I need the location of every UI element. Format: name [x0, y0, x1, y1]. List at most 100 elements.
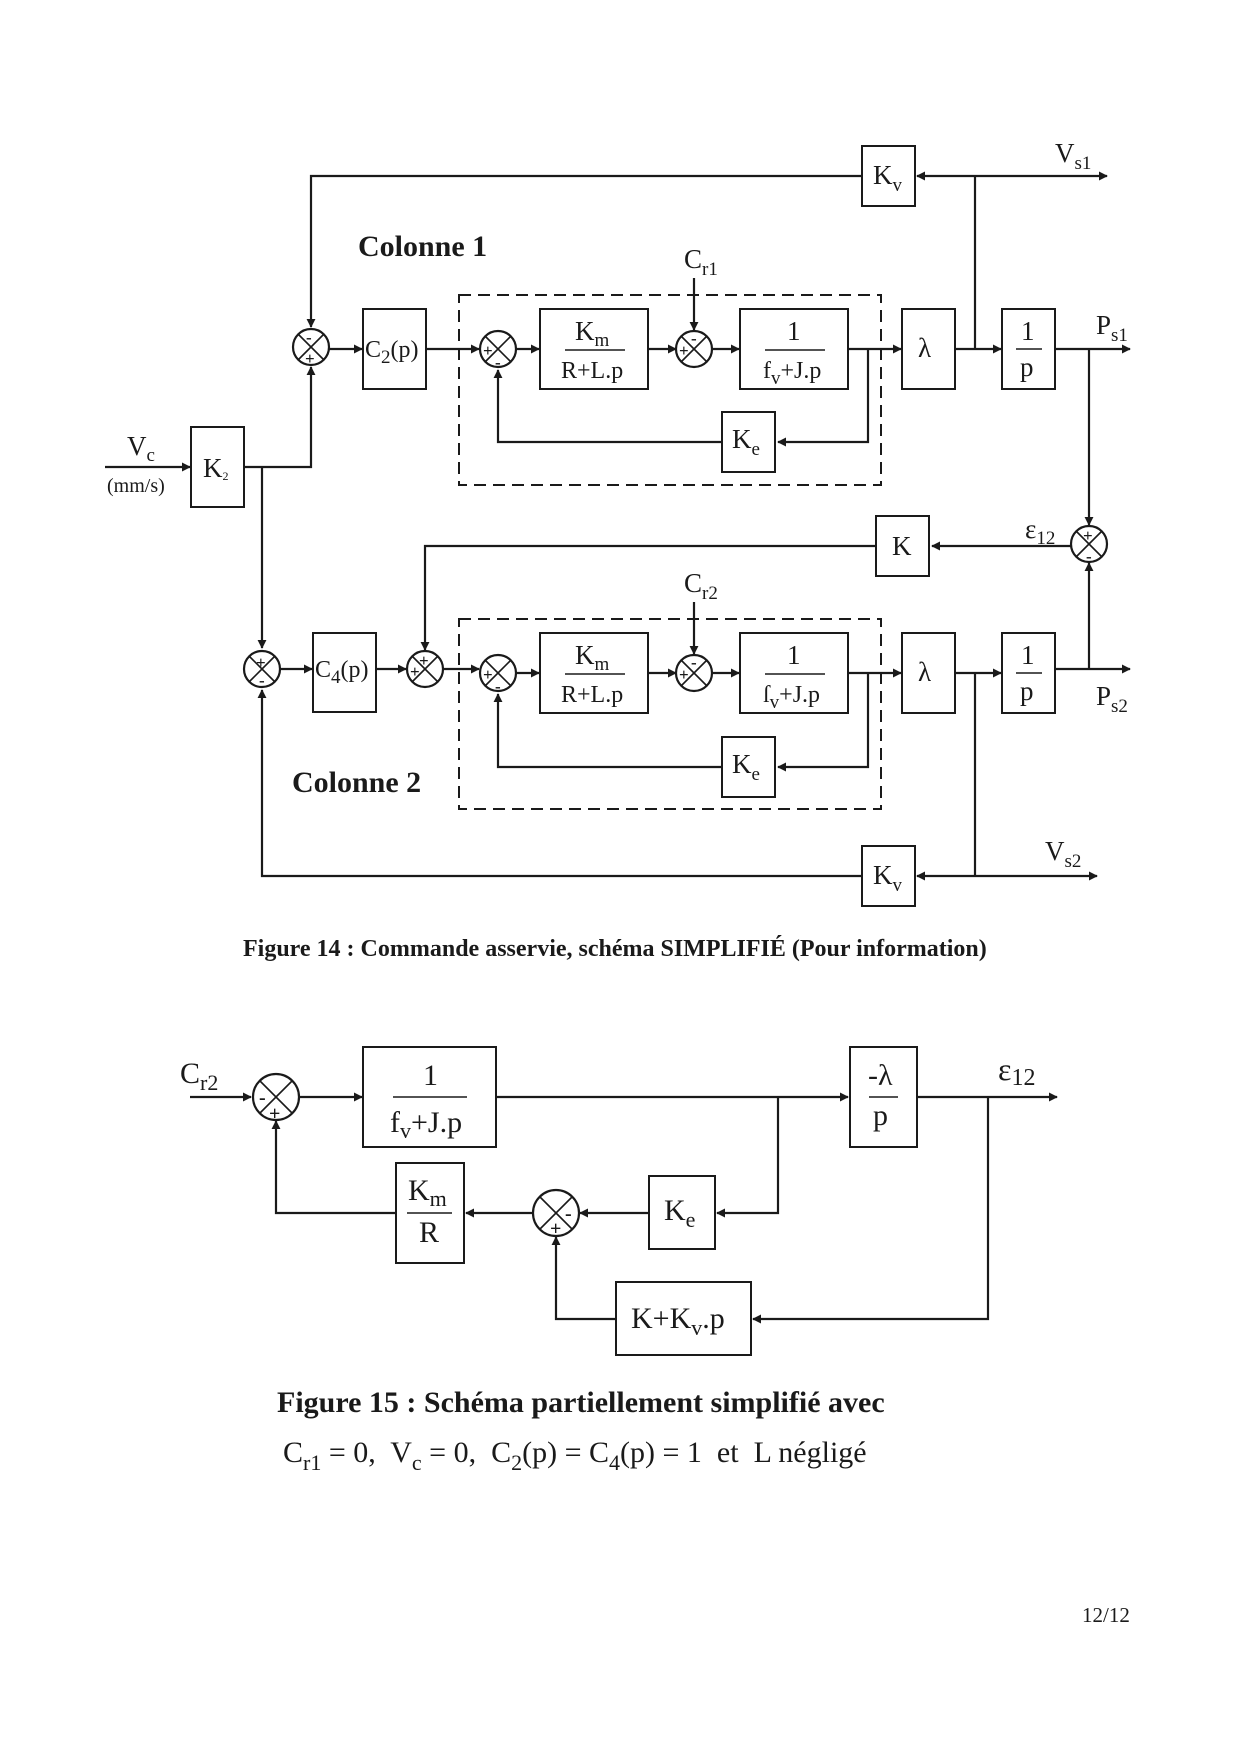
input-vc-label: Vc [127, 431, 155, 466]
f15-ke-block [648, 1175, 716, 1250]
f15-integ-den: p [873, 1099, 888, 1132]
motor1-num: Km [575, 316, 610, 351]
ke2-feedback-out [493, 693, 722, 769]
motor1-den: R+L.p [561, 358, 623, 384]
integ2-den: p [1020, 676, 1034, 706]
svg-text:+: + [419, 651, 429, 670]
c2-block [362, 308, 427, 390]
sum-junction-motor2: + - [478, 653, 518, 696]
figure-14: Colonne 1 Colonne 2 Vc (mm/s) K2 Kv Vs1 … [105, 138, 1131, 962]
svg-text:+: + [1083, 526, 1093, 545]
svg-text:+: + [256, 653, 266, 672]
kv2-block [861, 845, 916, 907]
c2-label: C2(p) [365, 337, 419, 368]
lambda2-label: λ [918, 657, 931, 687]
kv1-block [861, 145, 916, 207]
minus-sign: - [259, 1087, 266, 1109]
svg-text:+: + [410, 662, 420, 681]
ke2-label: Ke [732, 749, 760, 785]
sum-junction-cr1: + - [674, 329, 714, 369]
svg-text:-: - [495, 353, 501, 372]
kv1-feedback-wire [306, 174, 862, 328]
f15-ke-in [716, 1097, 780, 1218]
figure-15-caption: Figure 15 : Schéma partiellement simplif… [277, 1386, 885, 1419]
svg-text:-: - [691, 653, 697, 672]
f15-mech-block [362, 1046, 497, 1148]
integ1-num: 1 [1021, 316, 1035, 346]
sum-junction-cr2: + - [674, 653, 714, 693]
motor2-num: Km [575, 640, 610, 675]
lambda1-block [901, 308, 956, 390]
motor-1-dashed-boundary [458, 294, 882, 486]
f15-kmr-den: R [419, 1216, 439, 1249]
sum-junction-eps12: + - [1069, 524, 1109, 566]
sum-junction-motor1: + - [478, 329, 518, 372]
column-1-title: Colonne 1 [358, 230, 487, 263]
svg-text:+: + [679, 341, 689, 360]
kmr-to-sum-a-wire [271, 1120, 396, 1215]
k-coupling-label: K [892, 531, 912, 561]
cr1-label: Cr1 [684, 244, 718, 280]
ke2-feedback-in [777, 673, 870, 772]
ps2-label: Ps2 [1096, 681, 1128, 717]
motor1-electrical-block [539, 308, 649, 390]
svg-text:+: + [550, 1218, 561, 1240]
sum-junction-2b: + + [405, 649, 445, 689]
mech2-num: 1 [787, 640, 801, 670]
lambda1-label: λ [918, 333, 931, 363]
f15-integ-num: -λ [868, 1059, 893, 1092]
f15-pd-in [752, 1097, 990, 1324]
motor2-electrical-block [539, 632, 649, 714]
svg-text:-: - [495, 677, 501, 696]
k2-to-sum1-wire [244, 366, 316, 469]
svg-text:+: + [483, 341, 493, 360]
cr2-label: Cr2 [684, 568, 718, 604]
mech1-num: 1 [787, 316, 801, 346]
k-coupling-block [875, 515, 930, 577]
svg-text:+: + [305, 349, 315, 368]
f15-pd-label: K+Kv.p [631, 1302, 725, 1340]
svg-text:-: - [691, 329, 697, 348]
figure-14-caption: Figure 14 : Commande asservie, schéma SI… [243, 936, 987, 962]
eps12-label: ε12 [1025, 514, 1055, 549]
integ1-den: p [1020, 352, 1034, 382]
integ2-num: 1 [1021, 640, 1035, 670]
svg-text:Vc: Vc [127, 431, 155, 466]
cr2-input-label: Cr2 [180, 1057, 218, 1095]
plus-sign: + [269, 1103, 280, 1125]
f15-mech-num: 1 [423, 1059, 438, 1092]
sum-junction-1: - + [291, 327, 331, 368]
svg-text:-: - [565, 1203, 572, 1225]
ps1-label: Ps1 [1096, 310, 1128, 346]
c4-block [312, 632, 377, 713]
pd-to-sum-b-wire [551, 1236, 616, 1321]
f15-pd-block [615, 1281, 752, 1356]
vs1-label: Vs1 [1055, 138, 1091, 174]
mech1-block [739, 308, 849, 390]
motor-2-dashed-boundary [458, 618, 882, 810]
f15-kmr-num: Km [408, 1174, 447, 1211]
sum-junction-f15-b: - + [531, 1188, 581, 1240]
mech2-den: ſv+J.p [763, 682, 820, 713]
svg-text:-: - [1086, 547, 1092, 566]
figure-15-conditions: Cr1 = 0, Vc = 0, C2(p) = C4(p) = 1 et L … [283, 1436, 867, 1475]
svg-text:+: + [483, 665, 493, 684]
svg-text:-: - [259, 671, 265, 690]
c4-label: C4(p) [315, 657, 369, 688]
column-2-title: Colonne 2 [292, 766, 421, 799]
figure-15: Cr2 - + 1 fv+J.p -λ p ε12 Ke - + [180, 1046, 1058, 1475]
svg-text:+: + [679, 665, 689, 684]
ke1-feedback-out [493, 369, 722, 444]
ke1-label: Ke [732, 424, 760, 460]
vs2-label: Vs2 [1045, 836, 1081, 872]
ke1-feedback-in [777, 349, 870, 447]
kv1-label: Kv [873, 160, 903, 196]
page-number: 12/12 [1082, 1603, 1130, 1627]
sum-junction-f15-a: - + [251, 1072, 301, 1125]
k-to-sum2b-wire [420, 544, 876, 651]
kv2-feedback-wire [257, 689, 862, 878]
motor2-den: R+L.p [561, 682, 623, 708]
f15-ke-label: Ke [664, 1194, 695, 1232]
svg-text:-: - [306, 328, 312, 347]
